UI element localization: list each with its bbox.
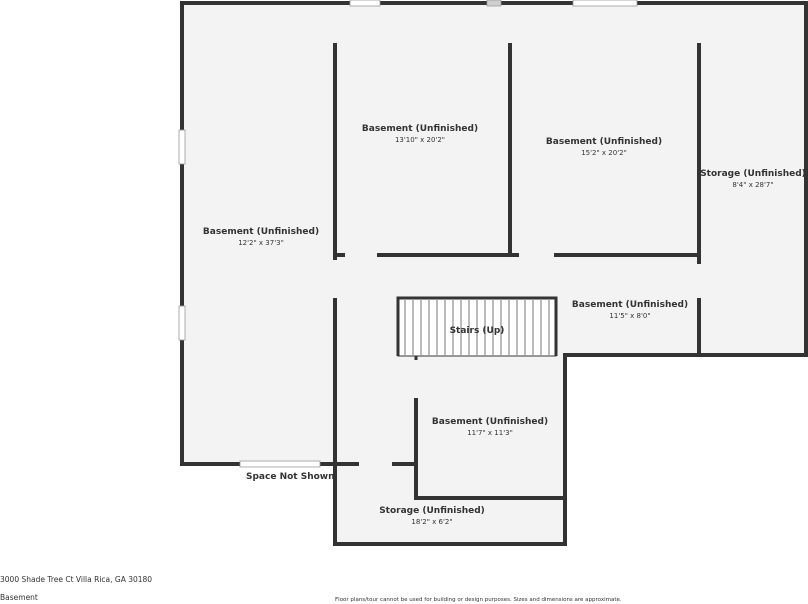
room-label-basement-left: Basement (Unfinished) 12'2" x 37'3"	[191, 226, 331, 248]
room-label-storage-right: Storage (Unfinished) 8'4" x 28'7"	[700, 168, 806, 190]
room-label-stairs: Stairs (Up)	[407, 325, 547, 337]
window-top-3	[572, 0, 638, 7]
floor-area	[182, 3, 808, 545]
room-dimensions: 8'4" x 28'7"	[732, 181, 774, 189]
room-name: Stairs (Up)	[449, 326, 505, 336]
room-label-basement-right: Basement (Unfinished) 15'2" x 20'2"	[534, 136, 674, 158]
room-label-storage-lower: Storage (Unfinished) 18'2" x 6'2"	[362, 505, 502, 527]
room-name: Basement (Unfinished)	[571, 300, 689, 310]
room-name: Basement (Unfinished)	[361, 124, 479, 134]
room-dimensions: 11'7" x 11'3"	[467, 429, 513, 437]
exterior-area	[565, 355, 808, 604]
room-label-basement-center: Basement (Unfinished) 13'10" x 20'2"	[350, 123, 490, 145]
room-label-basement-hall: Basement (Unfinished) 11'5" x 8'0"	[560, 299, 700, 321]
exterior-wall-right	[333, 1, 808, 546]
window-top-2	[486, 0, 502, 7]
disclaimer-text: Floor plans/tour cannot be used for buil…	[335, 597, 622, 603]
room-name: Basement (Unfinished)	[431, 417, 549, 427]
room-dimensions: 12'2" x 37'3"	[238, 239, 284, 247]
room-dimensions: 18'2" x 6'2"	[411, 518, 453, 526]
window-left-1	[178, 129, 186, 165]
room-name: Basement (Unfinished)	[202, 227, 320, 237]
room-dimensions: 11'5" x 8'0"	[609, 312, 651, 320]
room-dimensions: 15'2" x 20'2"	[581, 149, 627, 157]
room-label-basement-lower: Basement (Unfinished) 11'7" x 11'3"	[420, 416, 560, 438]
window-left-2	[178, 305, 186, 341]
windows	[178, 0, 638, 468]
stair-walls	[396, 296, 558, 356]
property-address: 3000 Shade Tree Ct Villa Rica, GA 30180	[0, 575, 153, 584]
room-name: Storage (Unfinished)	[379, 506, 485, 516]
window-bottom	[239, 460, 321, 468]
space-not-shown-label: Space Not Shown	[246, 472, 335, 482]
room-name: Basement (Unfinished)	[545, 137, 663, 147]
room-dimensions: 13'10" x 20'2"	[394, 136, 446, 144]
room-name: Storage (Unfinished)	[700, 169, 806, 179]
floor-level-label: Basement	[0, 593, 38, 602]
window-top-1	[349, 0, 381, 7]
